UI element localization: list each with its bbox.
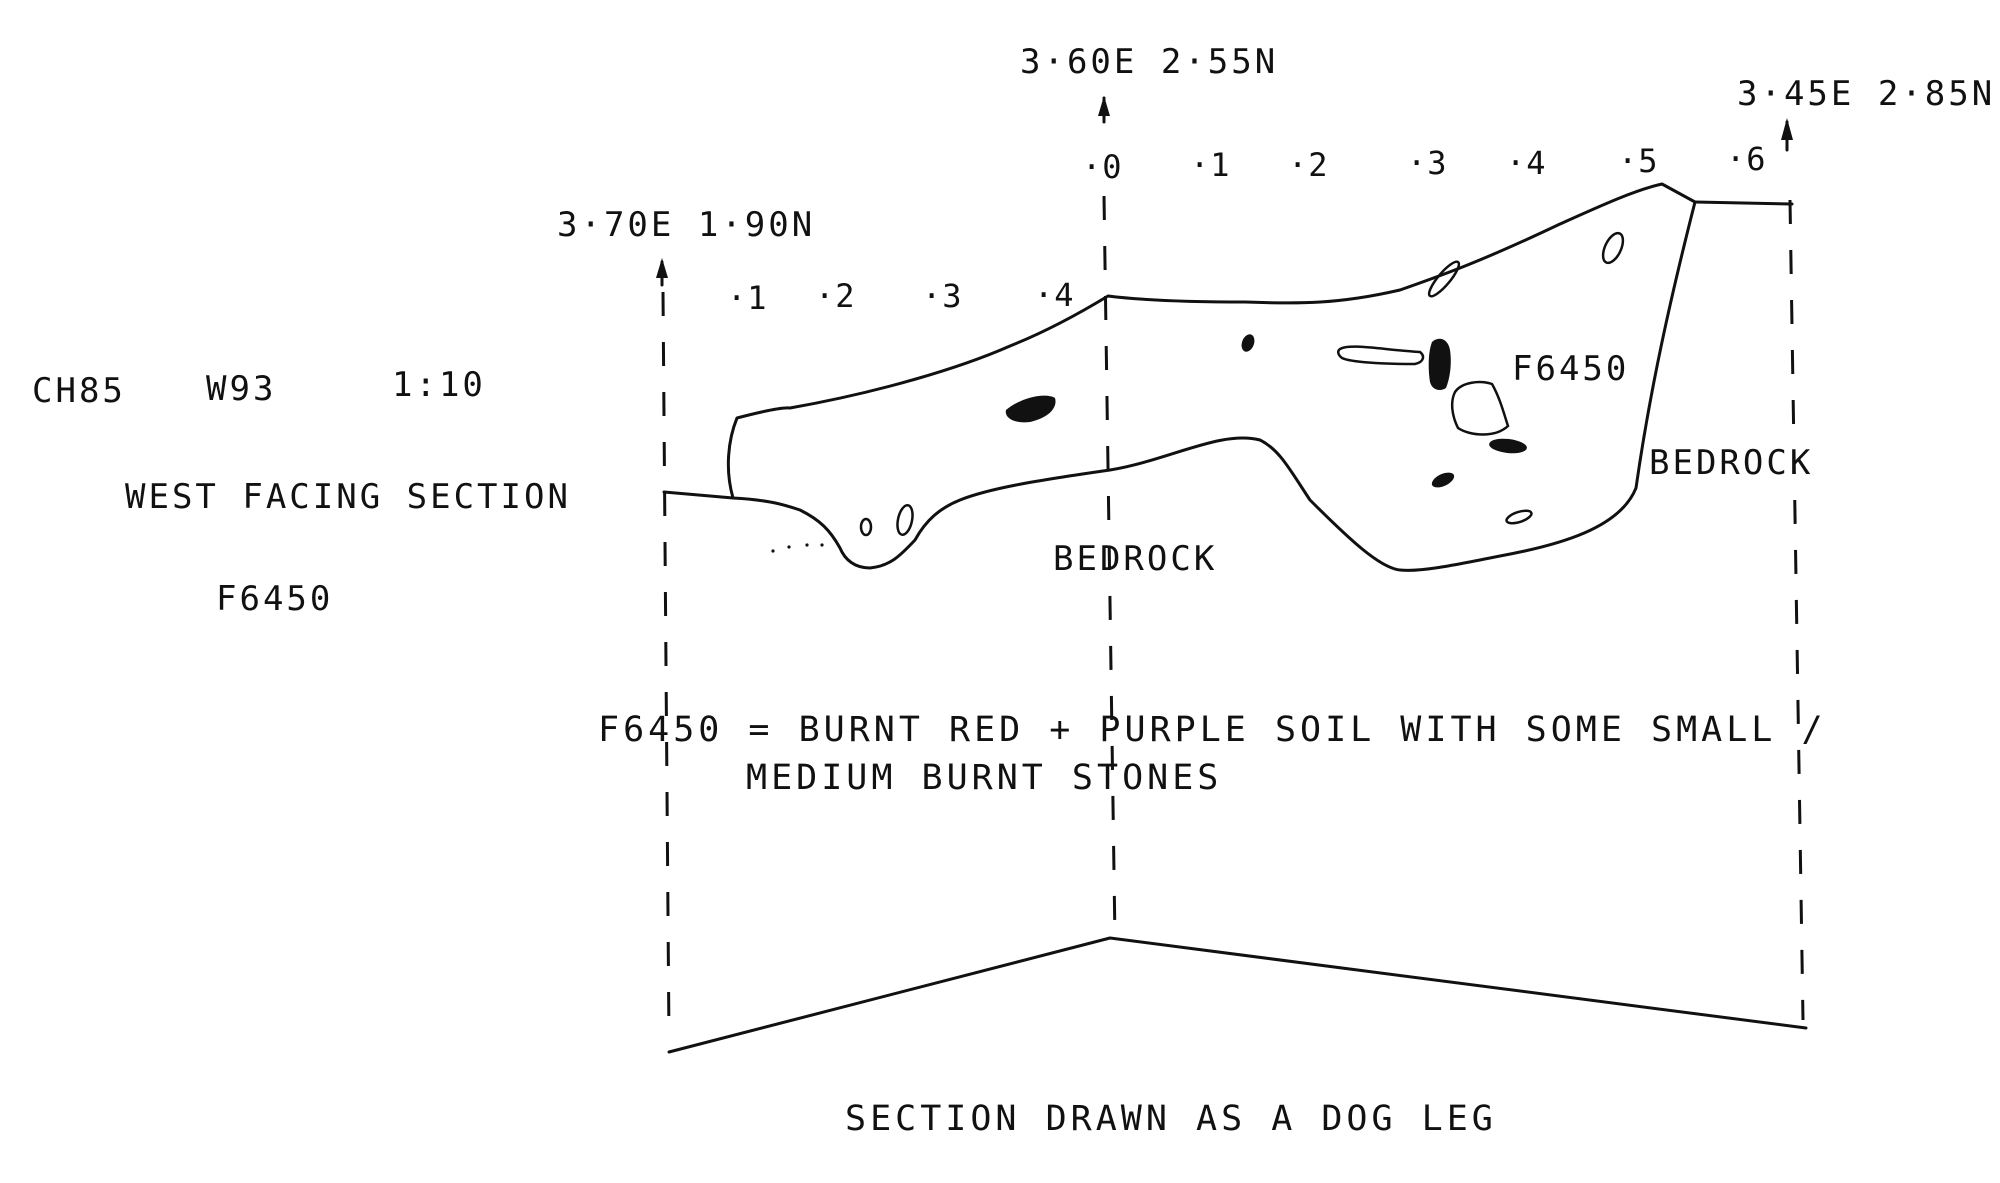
site-code: CH85 [32, 371, 126, 411]
stone-open-2 [896, 504, 914, 536]
stone-open-6 [1450, 380, 1510, 436]
dog-leg-line [667, 936, 1808, 1054]
section-title: WEST FACING SECTION [125, 477, 571, 517]
tick-left-3: ·3 [922, 277, 963, 315]
grid-line-left [661, 291, 671, 1041]
arrow-middle-icon [1098, 96, 1110, 124]
stone-open-4 [1427, 260, 1461, 298]
tick-right-0: ·0 [1082, 148, 1123, 186]
stone-solid-2 [1241, 334, 1255, 352]
tick-right-3: ·3 [1407, 144, 1448, 182]
bedrock-label-right: BEDROCK [1649, 443, 1813, 483]
fill-label: F6450 [1512, 349, 1629, 389]
drawing-caption: SECTION DRAWN AS A DOG LEG [845, 1099, 1497, 1139]
trench-code: W93 [206, 369, 276, 409]
grid-line-right [1788, 199, 1805, 1021]
point-right-label: 3·45E 2·85N [1737, 74, 1995, 114]
tick-right-6: ·6 [1726, 140, 1767, 178]
stone-solid-1 [1005, 395, 1056, 423]
feature-label: F6450 [216, 579, 333, 619]
stone-open-7 [1505, 509, 1533, 525]
stone-solid-5 [1431, 472, 1455, 488]
feature-cut-outline [726, 182, 1697, 572]
tick-right-1: ·1 [1190, 146, 1231, 184]
tick-left-1: ·1 [727, 279, 768, 317]
grid-line-middle [1102, 195, 1117, 941]
dotted-trace [771, 543, 824, 553]
tick-right-5: ·5 [1618, 142, 1659, 180]
tick-right-4: ·4 [1506, 144, 1547, 182]
ground-surface-right [1693, 200, 1794, 206]
arrow-left-icon [656, 258, 668, 287]
stone-open-3 [1601, 231, 1625, 265]
bedrock-label-center: BEDROCK [1053, 539, 1217, 579]
legend-line-1: F6450 = BURNT RED + PURPLE SOIL WITH SOM… [598, 710, 1827, 750]
tick-right-2: ·2 [1288, 146, 1329, 184]
legend-line-2: MEDIUM BURNT STONES [746, 758, 1222, 798]
point-middle-label: 3·60E 2·55N [1020, 42, 1278, 82]
stone-open-1 [859, 517, 873, 537]
ground-surface-left [662, 490, 735, 500]
tick-left-2: ·2 [815, 277, 856, 315]
point-left-label: 3·70E 1·90N [557, 205, 815, 245]
tick-left-4: ·4 [1034, 276, 1075, 314]
stone-solid-4 [1489, 438, 1527, 454]
scale-label: 1:10 [392, 365, 486, 405]
stone-solid-3 [1428, 338, 1451, 390]
stone-open-5 [1337, 345, 1425, 366]
arrow-right-icon [1781, 118, 1793, 152]
